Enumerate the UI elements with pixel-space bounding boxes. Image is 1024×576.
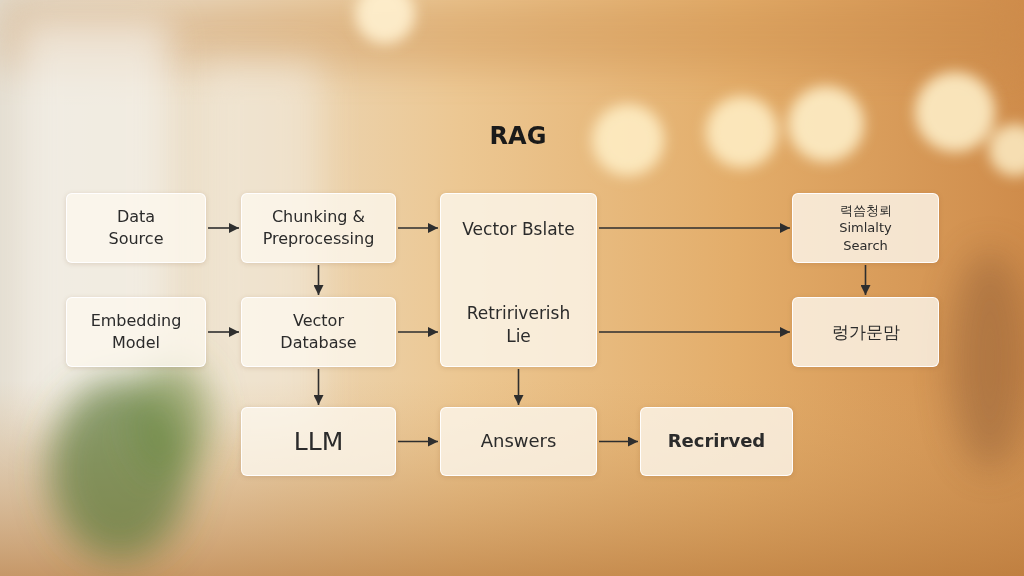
- flow-arrow: [518, 369, 520, 405]
- box-label: Embedding Model: [81, 310, 191, 353]
- blurred-figure: [950, 250, 1024, 470]
- process-box: Answers: [440, 407, 597, 476]
- process-box: Vector Database: [241, 297, 396, 367]
- flow-arrow: [398, 331, 438, 333]
- flow-arrow: [318, 369, 320, 405]
- process-box: Chunking & Preprocessing: [241, 193, 396, 263]
- bokeh-lights: [355, 0, 1024, 176]
- process-box: 렁가문맘: [792, 297, 939, 367]
- potted-plant: [50, 360, 210, 560]
- process-box: LLM: [241, 407, 396, 476]
- box-label: Simlalty Search: [826, 219, 906, 254]
- flow-arrow: [865, 265, 867, 295]
- bokeh-light: [989, 124, 1024, 176]
- bokeh-light: [706, 96, 778, 168]
- box-label: Vector Database: [269, 310, 369, 353]
- process-box: Embedding Model: [66, 297, 206, 367]
- flow-arrow: [208, 331, 239, 333]
- flow-arrow: [599, 227, 790, 229]
- process-box: Data Source: [66, 193, 206, 263]
- box-label: Vector Bslate: [462, 218, 574, 241]
- process-box: Vector BslateRetririverish Lie: [440, 193, 597, 367]
- box-label: Answers: [481, 429, 557, 453]
- flow-arrow: [208, 227, 239, 229]
- process-box: Recrirved: [640, 407, 793, 476]
- box-label: Retririverish Lie: [459, 302, 579, 348]
- flow-arrow: [599, 441, 638, 443]
- flow-arrow: [398, 227, 438, 229]
- flow-arrow: [599, 331, 790, 333]
- flow-arrow: [318, 265, 320, 295]
- box-label: LLM: [294, 425, 343, 459]
- bokeh-light: [788, 86, 864, 162]
- bokeh-light: [915, 72, 995, 152]
- process-box: 력씀청뢰Simlalty Search: [792, 193, 939, 263]
- box-label: 렁가문맘: [832, 321, 900, 344]
- box-label: Chunking & Preprocessing: [250, 206, 387, 249]
- bokeh-light: [592, 104, 664, 176]
- diagram-title: RAG: [418, 122, 618, 150]
- flow-arrow: [398, 441, 438, 443]
- bokeh-light: [355, 0, 415, 44]
- plant-leaves: [130, 360, 210, 480]
- box-label: Recrirved: [668, 429, 766, 453]
- box-label: Data Source: [91, 206, 181, 249]
- box-label: 력씀청뢰: [840, 202, 892, 220]
